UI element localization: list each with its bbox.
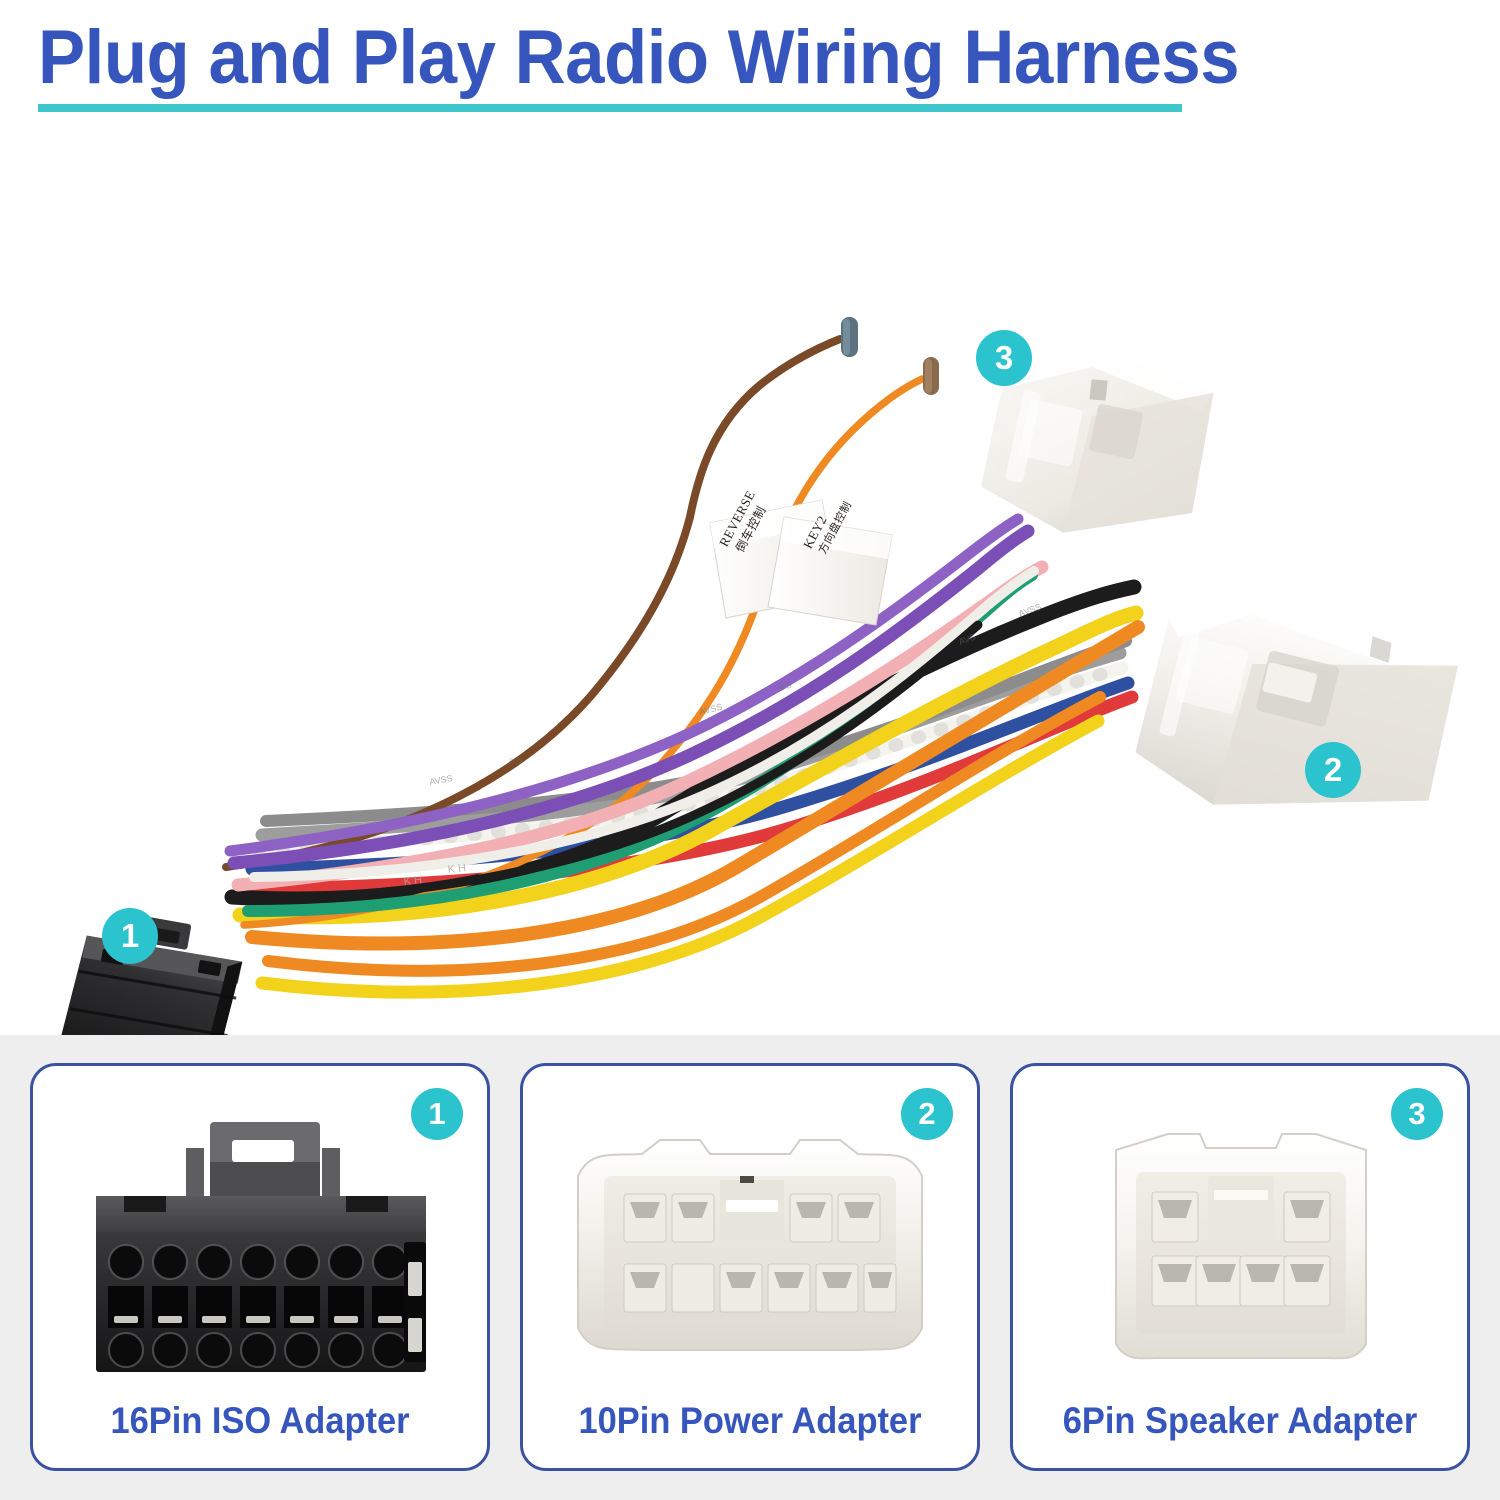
adapter-card-6pin-speaker[interactable]: 3 [1010, 1063, 1470, 1471]
connector-photo-10pin-power [523, 1114, 977, 1389]
hero-badge-3: 3 [976, 330, 1032, 386]
header-banner: Plug and Play Radio Wiring Harness [0, 0, 1500, 125]
svg-text:0.5: 0.5 [778, 680, 793, 693]
page-title: Plug and Play Radio Wiring Harness [38, 15, 1240, 100]
svg-text:K H: K H [447, 862, 467, 876]
card-badge-1: 1 [411, 1088, 463, 1140]
wiring-harness-illustration: AVSS 0.5 AVSS 0.5 AVS AVSS K H K H RLY R [57, 317, 1458, 1035]
adapter-gallery-strip: 1 [0, 1035, 1500, 1500]
hero-badge-1: 1 [102, 908, 158, 964]
svg-text:0.5: 0.5 [509, 755, 523, 767]
title-underline-rule [38, 104, 1182, 112]
connector-photo-16pin-iso [33, 1114, 487, 1389]
svg-text:K H: K H [403, 874, 423, 888]
card-badge-2: 2 [901, 1088, 953, 1140]
adapter-card-label-3: 6Pin Speaker Adapter [1062, 1400, 1418, 1441]
card-badge-3: 3 [1391, 1088, 1443, 1140]
adapter-card-16pin-iso[interactable]: 1 [30, 1063, 490, 1471]
hero-badge-2: 2 [1305, 742, 1361, 798]
hero-product-photo: AVSS 0.5 AVSS 0.5 AVS AVSS K H K H RLY R [0, 125, 1500, 1035]
adapter-card-label-2: 10Pin Power Adapter [578, 1400, 922, 1441]
connector-photo-6pin-speaker [1013, 1114, 1467, 1389]
adapter-card-label-1: 16Pin ISO Adapter [110, 1400, 410, 1441]
svg-text:AVSS: AVSS [429, 773, 454, 787]
adapter-card-10pin-power[interactable]: 2 [520, 1063, 980, 1471]
